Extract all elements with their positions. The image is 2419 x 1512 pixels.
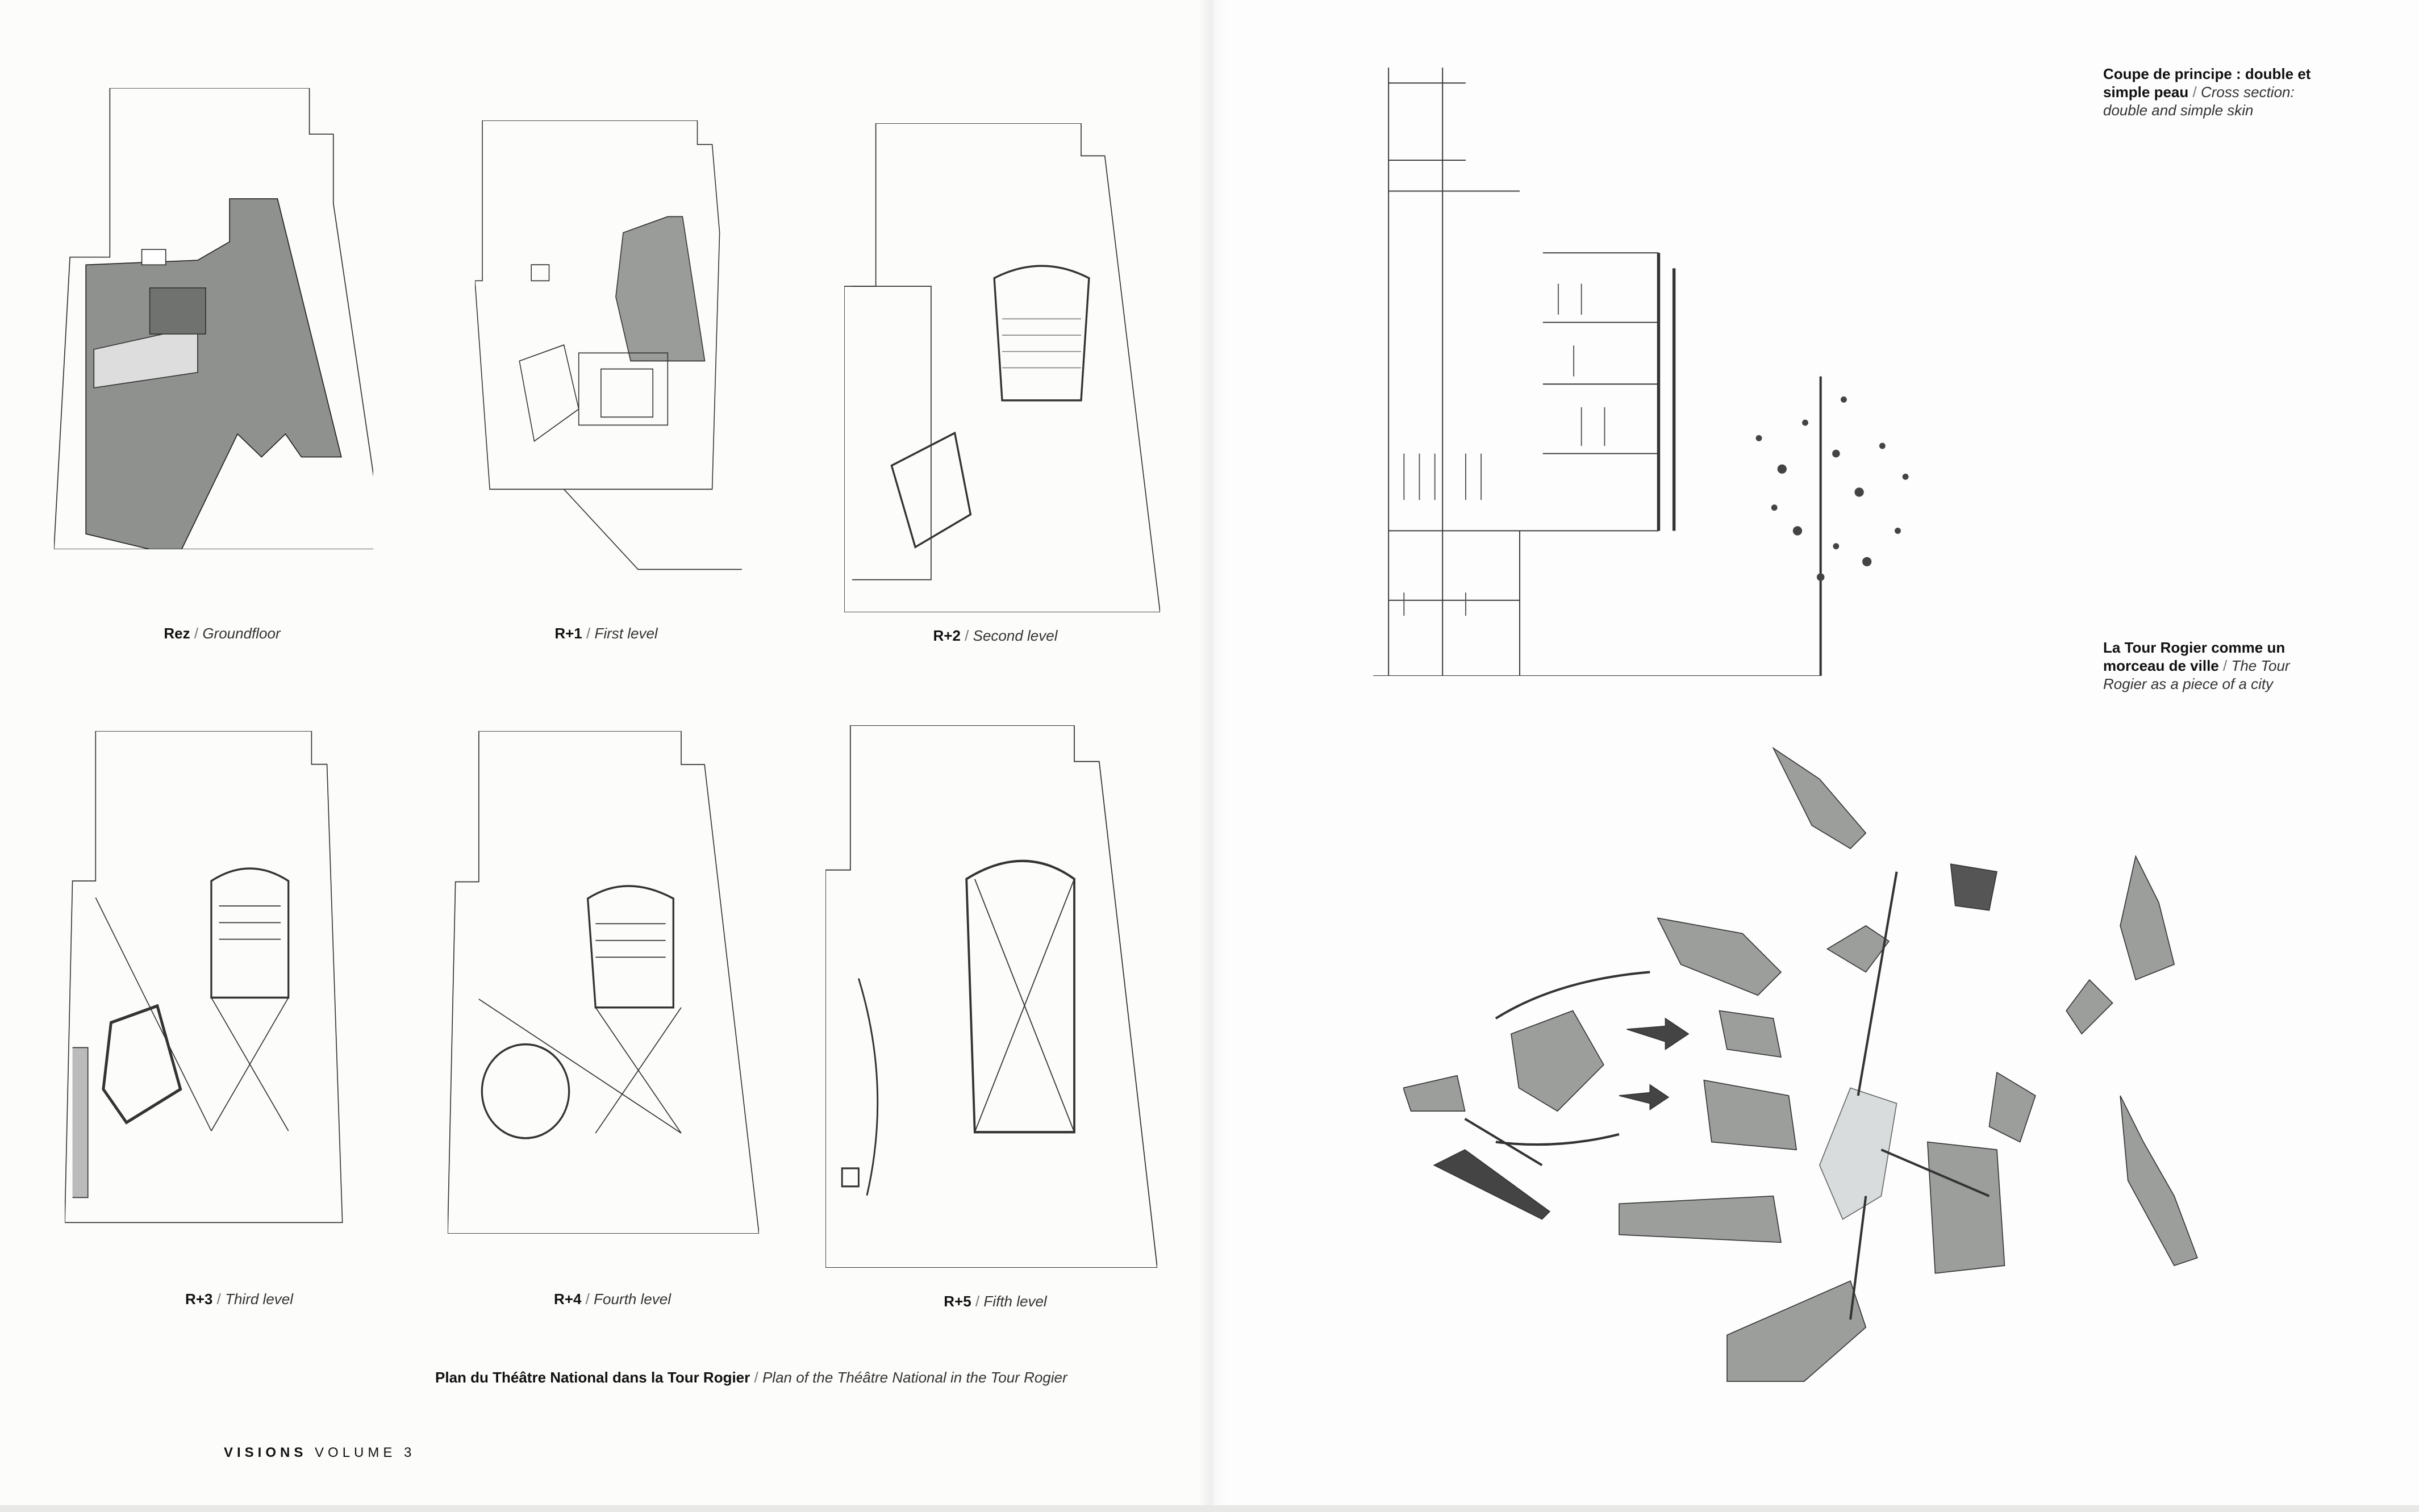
plan-second-level (844, 123, 1160, 612)
plan-groundfloor (54, 88, 373, 549)
page-bottom-edge (0, 1505, 2419, 1512)
plan-label-groundfloor: Rez / Groundfloor (164, 625, 281, 642)
plan-fifth-level (825, 725, 1157, 1268)
plan-label-second-level: R+2 / Second level (933, 627, 1058, 644)
right-page (1211, 0, 2419, 1512)
plan-third-level (65, 731, 373, 1231)
plan-label-fourth-level: R+4 / Fourth level (554, 1290, 671, 1308)
city-caption: La Tour Rogier comme un morceau de ville… (2103, 639, 2290, 692)
plan-label-first-level: R+1 / First level (554, 625, 658, 642)
book-gutter (1199, 0, 1227, 1512)
left-page (0, 0, 1211, 1512)
cross-section-drawing (1373, 68, 1944, 676)
plan-first-level (475, 120, 771, 602)
folio: VISIONS VOLUME 3 (224, 1445, 416, 1460)
cross-section-caption: Coupe de principe : double et simple pea… (2103, 65, 2311, 119)
plans-caption: Plan du Théâtre National dans la Tour Ro… (435, 1369, 1067, 1386)
plan-label-third-level: R+3 / Third level (185, 1290, 294, 1308)
plan-fourth-level (448, 731, 759, 1234)
plan-label-fifth-level: R+5 / Fifth level (944, 1293, 1047, 1310)
city-fragments-diagram (1403, 733, 2267, 1420)
